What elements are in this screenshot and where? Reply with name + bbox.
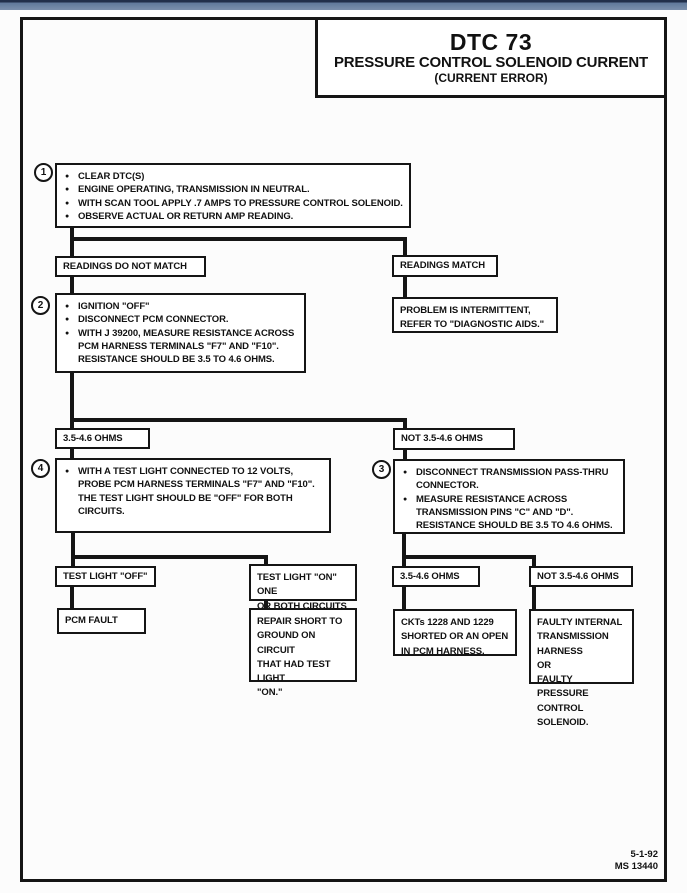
connector	[532, 555, 536, 566]
connector	[70, 586, 74, 608]
branch-test-light-off: TEST LIGHT "OFF"	[55, 566, 156, 587]
step-2-bullet: ●WITH J 39200, MEASURE RESISTANCE ACROSS…	[65, 327, 295, 366]
step-1-box: ●CLEAR DTC(S) ●ENGINE OPERATING, TRANSMI…	[55, 163, 411, 228]
connector	[402, 555, 536, 559]
step-2-bullet: ●IGNITION "OFF"	[65, 301, 150, 312]
bullet-icon: ●	[65, 199, 70, 207]
bullet-icon: ●	[65, 186, 70, 194]
bullet-icon: ●	[65, 303, 70, 310]
step-1-number-badge: 1	[34, 163, 53, 182]
title-block: DTC 73 PRESSURE CONTROL SOLENOID CURRENT…	[315, 17, 667, 98]
bullet-icon: ●	[65, 329, 70, 337]
step-4-number: 4	[37, 463, 44, 474]
step-3-bullet: ●MEASURE RESISTANCE ACROSS TRANSMISSION …	[403, 493, 613, 532]
bullet-icon: ●	[403, 495, 408, 503]
branch-readings-match: READINGS MATCH	[392, 255, 498, 277]
connector	[264, 600, 268, 608]
connector	[70, 418, 407, 422]
connector	[403, 418, 407, 428]
step-3-number-badge: 3	[372, 460, 391, 479]
step-2-number: 2	[37, 300, 44, 311]
footer: 5-1-92 MS 13440	[615, 849, 658, 873]
step-2-bullet: ●DISCONNECT PCM CONNECTOR.	[65, 314, 229, 326]
result-repair-short: REPAIR SHORT TO GROUND ON CIRCUIT THAT H…	[249, 608, 357, 698]
footer-date: 5-1-92	[630, 849, 658, 860]
page-title: DTC 73	[449, 29, 533, 56]
connector	[403, 449, 407, 459]
step-2-number-badge: 2	[31, 296, 50, 315]
connector	[70, 276, 74, 293]
step-3-number: 3	[378, 464, 385, 475]
page-subtitle-2: (CURRENT ERROR)	[434, 70, 548, 85]
footer-doc-number: MS 13440	[614, 860, 658, 872]
step-2-box: ●IGNITION "OFF" ●DISCONNECT PCM CONNECTO…	[55, 293, 306, 373]
connector	[402, 534, 406, 566]
bullet-icon: ●	[65, 212, 70, 220]
connector	[403, 237, 407, 255]
step-1-number: 1	[40, 167, 47, 178]
bullet-icon: ●	[65, 173, 70, 180]
result-ckts-shorted: CKTs 1228 AND 1229 SHORTED OR AN OPEN IN…	[393, 609, 517, 657]
step-4-bullet: ●WITH A TEST LIGHT CONNECTED TO 12 VOLTS…	[65, 466, 315, 517]
step-1-bullet: ●OBSERVE ACTUAL OR RETURN AMP READING.	[65, 210, 294, 222]
step-1-bullet: ●ENGINE OPERATING, TRANSMISSION IN NEUTR…	[65, 184, 310, 196]
result-faulty-internal: FAULTY INTERNAL TRANSMISSION HARNESS OR …	[529, 609, 634, 728]
connector	[532, 586, 536, 609]
connector	[70, 237, 407, 241]
connector	[70, 228, 74, 256]
connector	[264, 555, 268, 564]
bullet-icon: ●	[403, 469, 408, 476]
bullet-icon: ●	[65, 316, 70, 324]
branch-ohms-no-match-2: NOT 3.5-4.6 OHMS	[529, 566, 633, 587]
page-border	[20, 17, 667, 882]
connector	[71, 555, 268, 559]
connector	[71, 533, 75, 566]
result-problem-intermittent: PROBLEM IS INTERMITTENT, REFER TO "DIAGN…	[392, 297, 558, 333]
branch-ohms-match-2: 3.5-4.6 OHMS	[392, 566, 480, 587]
step-4-number-badge: 4	[31, 459, 50, 478]
connector	[402, 586, 406, 609]
result-pcm-fault: PCM FAULT	[57, 608, 146, 634]
connector	[70, 448, 74, 458]
page-subtitle: PRESSURE CONTROL SOLENOID CURRENT	[334, 54, 648, 72]
branch-ohms-no-match: NOT 3.5-4.6 OHMS	[393, 428, 515, 450]
step-1-bullet: ●WITH SCAN TOOL APPLY .7 AMPS TO PRESSUR…	[65, 197, 403, 209]
connector	[70, 372, 74, 428]
branch-readings-do-not-match: READINGS DO NOT MATCH	[55, 256, 206, 277]
branch-test-light-on: TEST LIGHT "ON" ONE OR BOTH CIRCUITS	[249, 564, 357, 612]
step-4-box: ●WITH A TEST LIGHT CONNECTED TO 12 VOLTS…	[55, 458, 331, 533]
step-3-bullet: ●DISCONNECT TRANSMISSION PASS-THRU CONNE…	[403, 467, 609, 492]
step-3-box: ●DISCONNECT TRANSMISSION PASS-THRU CONNE…	[393, 459, 625, 534]
step-1-bullet: ●CLEAR DTC(S)	[65, 171, 145, 182]
bullet-icon: ●	[65, 468, 70, 475]
connector	[403, 276, 407, 297]
scan-top-bar	[0, 0, 687, 10]
branch-ohms-match: 3.5-4.6 OHMS	[55, 428, 150, 449]
